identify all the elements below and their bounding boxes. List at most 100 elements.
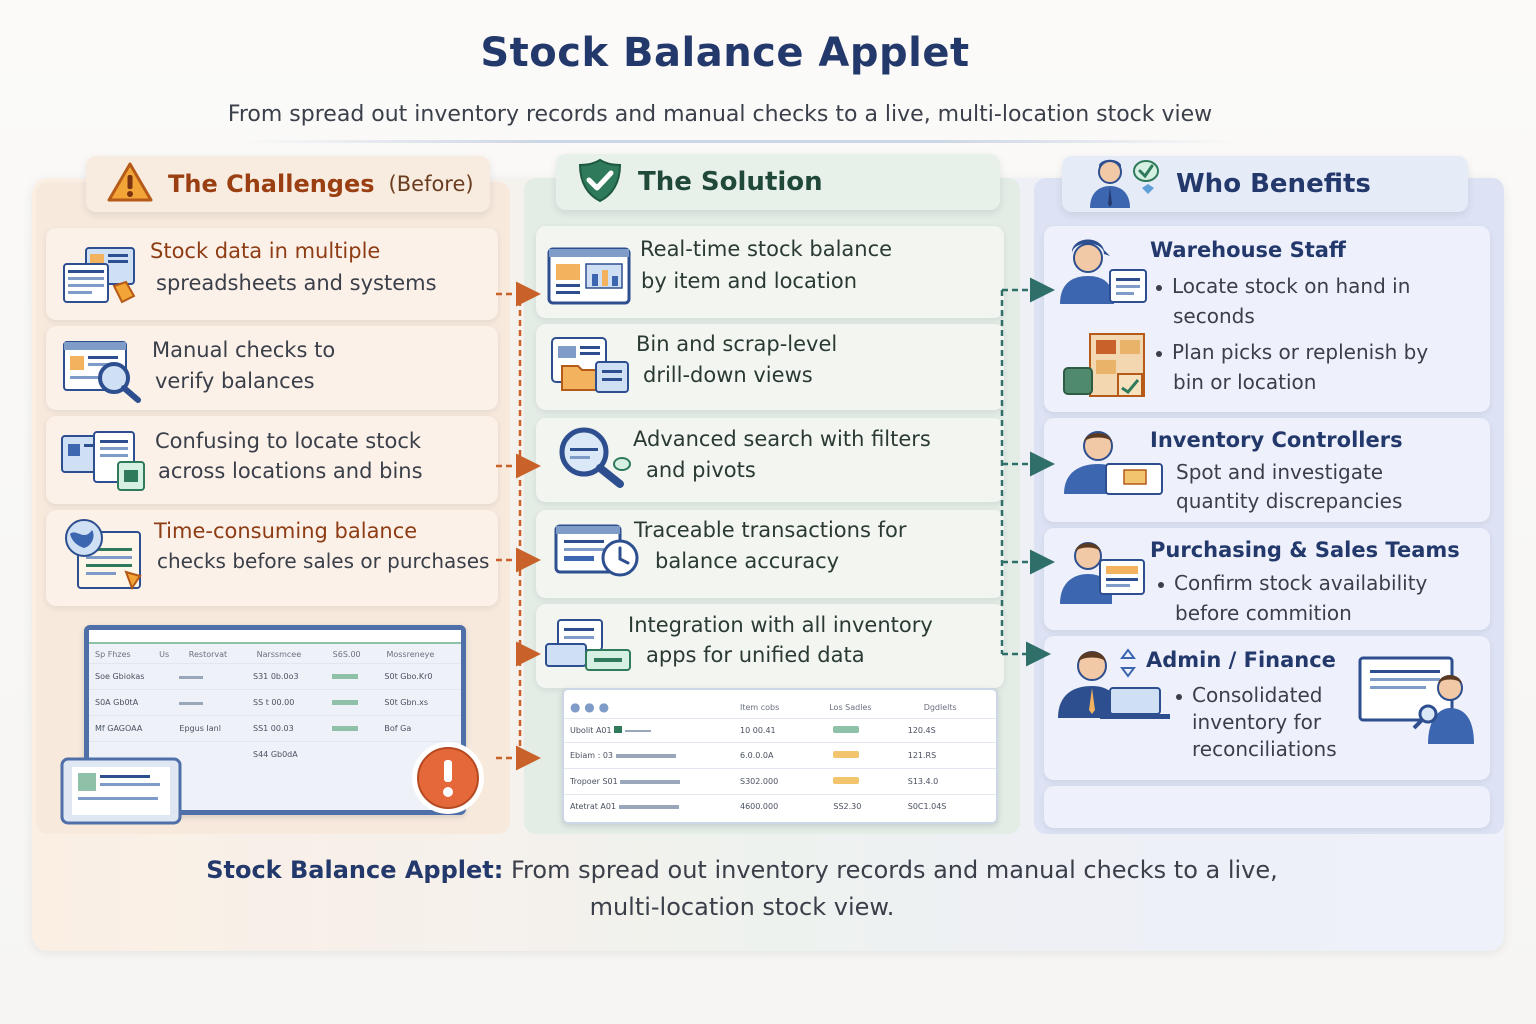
benefit-text: Confirm stock availability bbox=[1174, 571, 1428, 595]
solution-card bbox=[536, 418, 1004, 502]
warning-icon bbox=[106, 161, 154, 207]
challenge-text: Manual checks to bbox=[152, 338, 336, 362]
bullet-icon bbox=[1156, 284, 1162, 291]
benefit-text: Locate stock on hand in bbox=[1172, 274, 1411, 298]
table-cell: S0C1.04S bbox=[901, 794, 996, 819]
table-cell: 6.0.0.0A bbox=[734, 742, 828, 769]
benefit-role: Inventory Controllers bbox=[1150, 428, 1403, 452]
challenge-text: verify balances bbox=[155, 369, 315, 393]
page-subtitle: From spread out inventory records and ma… bbox=[227, 102, 1213, 127]
challenge-text: checks before sales or purchases bbox=[157, 549, 490, 573]
purchasing-team-icon bbox=[1056, 534, 1148, 610]
subtitle-divider bbox=[240, 140, 1240, 143]
table-cell: Bof Ga bbox=[378, 715, 461, 742]
benefit-text: seconds bbox=[1173, 304, 1255, 328]
table-cell: Mf GAGOAA bbox=[89, 715, 174, 742]
table-cell: S44 Gb0dA bbox=[247, 741, 327, 768]
challenge-title: Time-consuming balance bbox=[154, 519, 418, 543]
table-cell: Ubolit A01 bbox=[570, 726, 612, 735]
challenge-text: spreadsheets and systems bbox=[156, 271, 437, 295]
table-header-row: ● ● ● Item cobs Los Sadles Dgdlelts bbox=[564, 696, 996, 718]
dashboard-icon bbox=[546, 246, 632, 310]
column-header: Restorvat bbox=[188, 650, 228, 659]
benefit-text: before commition bbox=[1175, 601, 1352, 625]
bullet-icon bbox=[1156, 350, 1162, 357]
table-cell: 121.RS bbox=[901, 742, 996, 769]
table-cell: Atetrat A01 bbox=[570, 802, 617, 812]
solution-heading: The Solution bbox=[638, 167, 823, 197]
table-cell: 120.4S bbox=[901, 718, 996, 743]
search-icon bbox=[552, 424, 634, 494]
challenges-heading-suffix: (Before) bbox=[388, 172, 474, 196]
presentation-analyst-icon bbox=[1356, 654, 1484, 750]
solution-text: by item and location bbox=[641, 269, 858, 293]
solution-text: and pivots bbox=[646, 458, 756, 482]
benefits-heading: Who Benefits bbox=[1176, 169, 1371, 199]
benefit-text: Spot and investigate bbox=[1176, 460, 1384, 484]
users-icon bbox=[1082, 154, 1162, 214]
solution-text: apps for unified data bbox=[646, 643, 865, 667]
solution-text: Integration with all inventory bbox=[628, 613, 933, 637]
challenge-text: across locations and bins bbox=[158, 459, 423, 483]
table-cell: S0t Gbo.Kr0 bbox=[378, 663, 461, 690]
column-header: Narssmcee bbox=[256, 650, 302, 659]
alert-icon bbox=[404, 740, 496, 820]
column-header: Los Sadles bbox=[829, 702, 872, 712]
table-row: Soe Gbiokas S31 0b.0o3 S0t Gbo.Kr0 bbox=[89, 663, 461, 690]
documents-stack-icon bbox=[58, 428, 150, 498]
table-cell: Soe Gbiokas bbox=[89, 663, 174, 690]
magnifier-document-icon bbox=[58, 338, 148, 408]
table-cell: SS2.30 bbox=[827, 794, 902, 819]
solution-text: Traceable transactions for bbox=[634, 518, 907, 542]
page-title: Stock Balance Applet bbox=[480, 30, 970, 76]
challenges-heading: The Challenges bbox=[168, 170, 375, 198]
benefit-text: quantity discrepancies bbox=[1176, 489, 1403, 513]
solution-text: Real-time stock balance bbox=[640, 237, 893, 261]
table-cell: SS1 00.03 bbox=[247, 715, 327, 742]
check-shield-icon bbox=[576, 157, 624, 207]
inventory-controller-icon bbox=[1058, 426, 1166, 500]
table-cell: 10 00.41 bbox=[734, 718, 828, 743]
table-cell: SS t 00.00 bbox=[247, 689, 327, 716]
table-cell: Ebiam : 03 bbox=[570, 751, 614, 760]
drilldown-folders-icon bbox=[548, 334, 632, 400]
solution-card bbox=[536, 604, 1004, 688]
benefit-text: bin or location bbox=[1173, 370, 1317, 394]
transactions-clock-icon bbox=[552, 522, 642, 586]
benefit-text: reconciliations bbox=[1192, 737, 1337, 761]
table-row: Ebiam : 03 6.0.0.0A 121.RS bbox=[564, 742, 996, 769]
column-header: Dgdlelts bbox=[923, 702, 957, 712]
solution-text: balance accuracy bbox=[655, 549, 840, 573]
bullet-icon bbox=[1176, 693, 1182, 700]
column-header: Mossreneye bbox=[386, 650, 435, 659]
stock-balance-table: ● ● ● Item cobs Los Sadles Dgdlelts Ubol… bbox=[562, 688, 998, 824]
finance-admin-icon bbox=[1054, 644, 1174, 726]
solution-text: Advanced search with filters bbox=[633, 427, 931, 451]
table-cell: Epgus Ianl bbox=[173, 715, 248, 742]
footer-line-2: multi-location stock view. bbox=[589, 893, 895, 921]
solution-header: The Solution bbox=[556, 154, 1000, 210]
benefit-text: Plan picks or replenish by bbox=[1172, 340, 1429, 364]
table-cell: S302.000 bbox=[734, 768, 828, 795]
warehouse-worker-icon bbox=[1052, 234, 1148, 310]
table-cell: S0t Gbn.xs bbox=[378, 689, 461, 716]
table-cell: S31 0b.0o3 bbox=[247, 663, 327, 690]
table-row: Ubolit A01 10 00.41 120.4S bbox=[564, 718, 996, 743]
column-header: S6S.00 bbox=[332, 650, 361, 659]
table-cell: 4600.000 bbox=[734, 794, 828, 819]
spreadsheets-icon bbox=[62, 246, 142, 312]
challenges-header: The Challenges (Before) bbox=[86, 156, 490, 212]
legacy-system-screenshot: Sp Fhzes Us Restorvat Narssmcee S6S.00 M… bbox=[84, 625, 466, 815]
footer-lead: Stock Balance Applet: bbox=[206, 856, 504, 884]
benefit-card-empty bbox=[1044, 786, 1490, 828]
tablet-device-icon bbox=[60, 757, 184, 831]
column-header: Sp Fhzes bbox=[95, 650, 131, 659]
challenge-title: Stock data in multiple bbox=[150, 239, 381, 263]
table-row: Atetrat A01 4600.000 SS2.30 S0C1.04S bbox=[564, 794, 996, 819]
column-header: Us bbox=[159, 650, 170, 659]
table-header-row: Sp Fhzes Us Restorvat Narssmcee S6S.00 M… bbox=[89, 650, 461, 659]
solution-text: Bin and scrap-level bbox=[636, 332, 838, 356]
benefit-text: Consolidated bbox=[1192, 683, 1323, 707]
bullet-icon bbox=[1158, 581, 1164, 588]
benefit-text: inventory for bbox=[1192, 710, 1322, 734]
